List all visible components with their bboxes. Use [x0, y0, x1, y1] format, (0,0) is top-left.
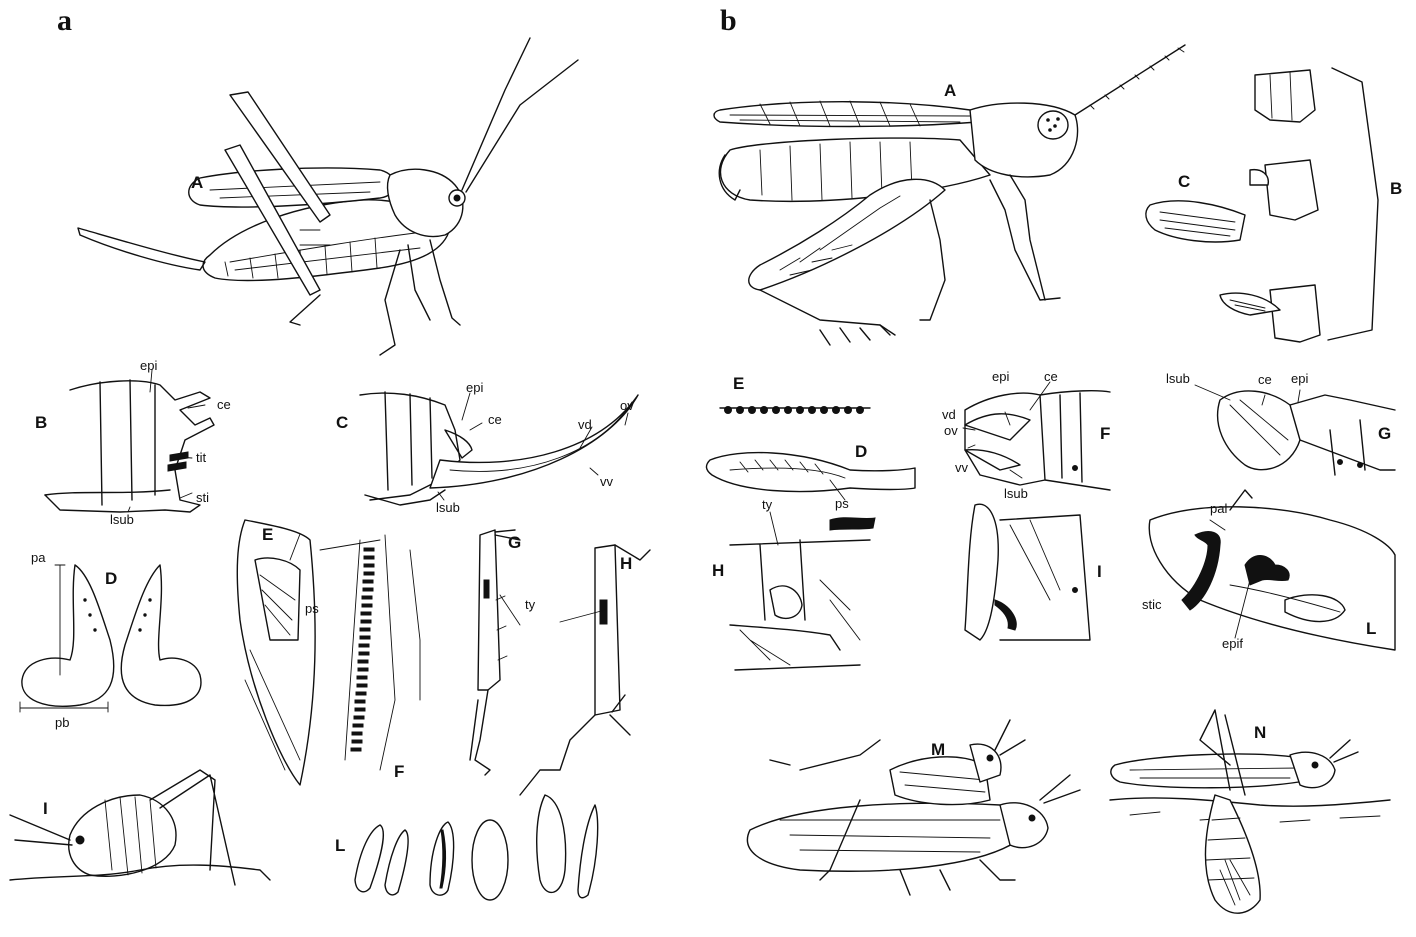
a-fig-B: B [35, 414, 47, 431]
a-B-male-abdomen-drawing [45, 380, 214, 512]
b-L-label-pal: pal [1210, 502, 1227, 515]
a-C-label-vv: vv [600, 475, 613, 488]
b-G-label-ce: ce [1258, 373, 1272, 386]
panel-letter-b: b [720, 6, 737, 36]
a-B-label-tit: tit [196, 451, 206, 464]
a-H-tibia-drawing [520, 545, 650, 795]
b-F-label-ov: ov [944, 424, 958, 437]
b-fig-L: L [1366, 620, 1376, 637]
a-fig-G: G [508, 534, 521, 551]
b-fig-E: E [733, 375, 744, 392]
a-C-label-epi: epi [466, 381, 483, 394]
a-L-eggs-drawing [355, 795, 598, 900]
b-fig-A: A [944, 82, 956, 99]
b-fig-H: H [712, 562, 724, 579]
a-E-label-ps: ps [305, 602, 319, 615]
a-D-label-pa: pa [31, 551, 45, 564]
b-fig-F: F [1100, 425, 1110, 442]
b-fig-N: N [1254, 724, 1266, 741]
a-B-label-ce: ce [217, 398, 231, 411]
b-G-label-lsub: lsub [1166, 372, 1190, 385]
b-D-femur-drawing [706, 453, 915, 492]
a-A-katydid-drawing [78, 38, 578, 355]
a-F-file-drawing [345, 535, 420, 770]
b-fig-G: G [1378, 425, 1391, 442]
a-I-katydid-ground-drawing [10, 770, 270, 885]
a-C-label-vd: vd [578, 418, 592, 431]
a-B-label-lsub: lsub [110, 513, 134, 526]
b-H-label-ty: ty [762, 498, 772, 511]
a-C-label-lsub: lsub [436, 501, 460, 514]
b-fig-M: M [931, 741, 945, 758]
a-B-label-sti: sti [196, 491, 209, 504]
b-fig-D: D [855, 443, 867, 460]
a-B-label-epi: epi [140, 359, 157, 372]
a-GH-label-ty: ty [525, 598, 535, 611]
b-F-label-vd: vd [942, 408, 956, 421]
b-F-label-epi: epi [992, 370, 1009, 383]
b-L-label-stic: stic [1142, 598, 1162, 611]
b-F-label-ce: ce [1044, 370, 1058, 383]
a-G-tibia-drawing [470, 530, 520, 775]
b-L-label-epif: epif [1222, 637, 1243, 650]
b-D-label-ps: ps [835, 497, 849, 510]
a-E-tegmen-drawing [237, 520, 315, 785]
a-C-label-ov: ov [620, 399, 634, 412]
b-C-wing-drawing [1146, 201, 1245, 242]
a-fig-D: D [105, 570, 117, 587]
a-fig-L: L [335, 837, 345, 854]
b-I-genitalia-drawing [965, 504, 1090, 640]
b-M-grasshopper-pair-drawing [747, 720, 1080, 895]
b-F-label-vv: vv [955, 461, 968, 474]
b-G-male-abdomen-drawing [1218, 391, 1395, 475]
b-fig-I: I [1097, 563, 1102, 580]
a-C-female-abdomen-drawing [360, 392, 638, 505]
panel-letter-a: a [57, 6, 72, 36]
a-fig-A: A [191, 174, 203, 191]
b-L-genitalia-internal-drawing [1149, 490, 1395, 650]
b-F-label-lsub: lsub [1004, 487, 1028, 500]
a-D-label-pb: pb [55, 716, 69, 729]
a-fig-C: C [336, 414, 348, 431]
b-E-file-drawing [720, 407, 870, 414]
b-B-tergites-drawing [1220, 68, 1378, 342]
a-fig-F: F [394, 763, 404, 780]
b-fig-C: C [1178, 173, 1190, 190]
b-N-oviposition-drawing [1110, 710, 1390, 913]
b-fig-B: B [1390, 180, 1402, 197]
a-fig-H: H [620, 555, 632, 572]
b-H-tympanum-drawing [730, 518, 875, 670]
b-F-female-abdomen-drawing [965, 391, 1110, 490]
a-fig-E: E [262, 526, 273, 543]
a-C-label-ce: ce [488, 413, 502, 426]
b-G-label-epi: epi [1291, 372, 1308, 385]
a-fig-I: I [43, 800, 48, 817]
